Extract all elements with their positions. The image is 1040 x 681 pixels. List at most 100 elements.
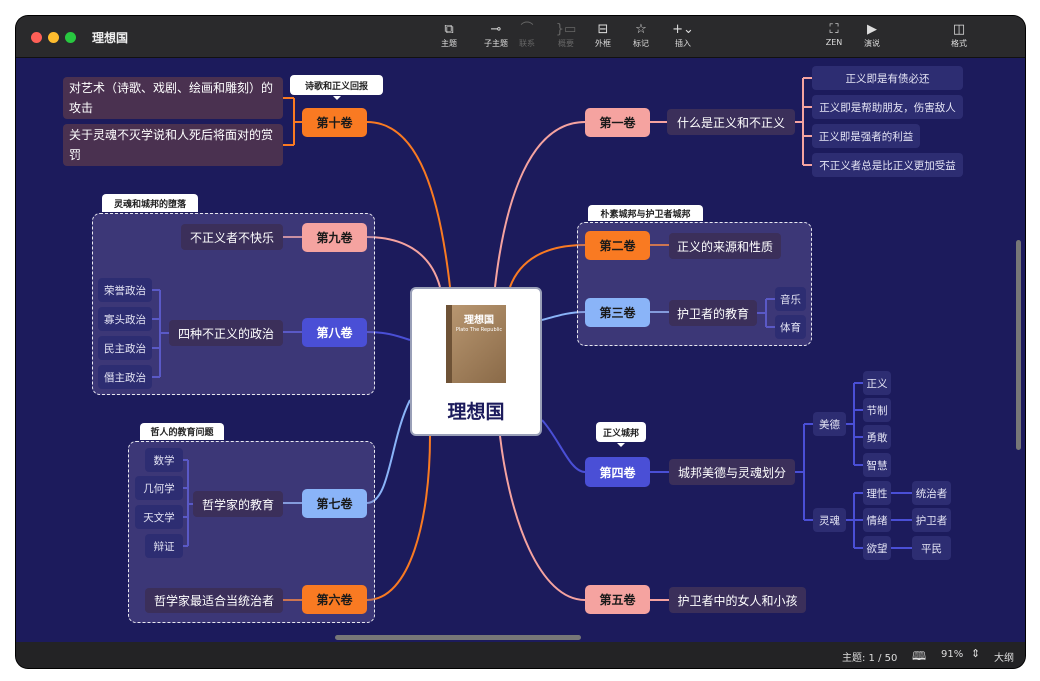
toolbar-topic-button[interactable]: ⧉ 主题 xyxy=(429,22,469,49)
leaf-node[interactable]: 正义即是帮助朋友，伤害敌人 xyxy=(812,95,963,119)
leaf-node[interactable]: 统治者 xyxy=(912,481,951,505)
book-9-node[interactable]: 第九卷 xyxy=(302,223,367,252)
leaf-node[interactable]: 勇敢 xyxy=(863,425,891,449)
zen-icon: ⛶ xyxy=(829,22,839,37)
topic-node[interactable]: 护卫者的教育 xyxy=(669,300,757,326)
toolbar-format-button[interactable]: ◫ 格式 xyxy=(939,22,979,49)
app-window: 理想国 ⧉ 主题 ⊸子主题 ⌒ 联系 }▭ 概要 ⊟ 外框 ☆ 标记 +⌄ 插入 ⛶ZEN ▶ 演说 ◫ 格式 灵… xyxy=(16,16,1025,668)
leaf-node[interactable]: 平民 xyxy=(912,536,951,560)
topic-node[interactable]: 哲学家的教育 xyxy=(193,491,283,517)
maximize-window-button[interactable] xyxy=(65,32,76,43)
star-icon: ☆ xyxy=(635,22,647,37)
toolbar-plus-button[interactable]: +⌄ 插入 xyxy=(663,22,703,49)
book-3-node[interactable]: 第三卷 xyxy=(585,298,650,327)
outline-button[interactable]: 大纲 xyxy=(994,653,1014,664)
topic-node[interactable]: 什么是正义和不正义 xyxy=(667,109,795,135)
topic-node[interactable]: 正义的来源和性质 xyxy=(669,233,781,259)
relationship-icon: ⌒ xyxy=(520,22,534,37)
leaf-node[interactable]: 数学 xyxy=(145,448,183,472)
minimize-window-button[interactable] xyxy=(48,32,59,43)
topic-node[interactable]: 对艺术（诗歌、戏剧、绘画和雕刻）的攻击 xyxy=(63,77,283,119)
topic-node[interactable]: 灵魂 xyxy=(813,508,846,532)
toolbar-zen-button[interactable]: ⛶ZEN xyxy=(814,22,854,47)
toolbar-label: 演说 xyxy=(864,39,880,48)
leaf-node[interactable]: 民主政治 xyxy=(98,336,152,360)
leaf-node[interactable]: 体育 xyxy=(775,315,806,339)
subtopic-icon: ⊸ xyxy=(490,22,502,37)
boundary-icon: ⊟ xyxy=(597,22,609,37)
toolbar-label: 标记 xyxy=(633,39,649,48)
close-window-button[interactable] xyxy=(31,32,42,43)
topic-count: 主题: 1 / 50 xyxy=(842,653,898,664)
book-6-node[interactable]: 第六卷 xyxy=(302,585,367,614)
leaf-node[interactable]: 天文学 xyxy=(135,505,183,529)
leaf-node[interactable]: 正义即是有债必还 xyxy=(812,66,963,90)
vertical-scrollbar[interactable] xyxy=(1016,240,1021,450)
toolbar-label: 联系 xyxy=(519,39,535,48)
toolbar-label: 插入 xyxy=(675,39,691,48)
topic-node[interactable]: 美德 xyxy=(813,412,846,436)
toolbar-label: 格式 xyxy=(951,39,967,48)
leaf-node[interactable]: 正义即是强者的利益 xyxy=(812,124,920,148)
horizontal-scrollbar[interactable] xyxy=(335,635,581,640)
callout-label[interactable]: 诗歌和正义回报 xyxy=(290,75,383,100)
plus-icon: +⌄ xyxy=(672,22,694,37)
book-8-node[interactable]: 第八卷 xyxy=(302,318,367,347)
leaf-node[interactable]: 欲望 xyxy=(863,536,891,560)
toolbar-label: 主题 xyxy=(441,39,457,48)
central-topic-title: 理想国 xyxy=(447,401,505,423)
connector-lines xyxy=(152,77,912,601)
leaf-node[interactable]: 寡头政治 xyxy=(98,307,152,331)
leaf-node[interactable]: 音乐 xyxy=(775,287,806,311)
status-bar: 主题: 1 / 50 🕮 91% ⇕ 大纲 xyxy=(16,642,1025,668)
leaf-node[interactable]: 辩证 xyxy=(145,534,183,558)
topic-icon: ⧉ xyxy=(444,22,454,37)
topic-node[interactable]: 哲学家最适合当统治者 xyxy=(145,588,283,613)
leaf-node[interactable]: 几何学 xyxy=(135,476,183,500)
book-10-node[interactable]: 第十卷 xyxy=(302,108,367,137)
topic-node[interactable]: 护卫者中的女人和小孩 xyxy=(669,587,806,613)
toolbar-label: ZEN xyxy=(825,38,843,47)
leaf-node[interactable]: 情绪 xyxy=(863,508,891,532)
callout-label[interactable]: 正义城邦 xyxy=(596,422,646,447)
zoom-level[interactable]: 91% xyxy=(941,649,964,660)
leaf-node[interactable]: 僭主政治 xyxy=(98,365,152,389)
toolbar-play-button[interactable]: ▶ 演说 xyxy=(852,22,892,49)
leaf-node[interactable]: 荣誉政治 xyxy=(98,278,152,302)
toolbar-label: 外框 xyxy=(595,39,611,48)
book-5-node[interactable]: 第五卷 xyxy=(585,585,650,614)
book-7-node[interactable]: 第七卷 xyxy=(302,489,367,518)
topic-node[interactable]: 关于灵魂不灭学说和人死后将面对的赏罚 xyxy=(63,124,283,166)
book-icon[interactable]: 🕮 xyxy=(912,649,927,663)
group-label[interactable]: 灵魂和城邦的堕落 xyxy=(102,194,198,212)
window-title: 理想国 xyxy=(92,31,129,45)
topic-node[interactable]: 不正义者不快乐 xyxy=(181,224,283,250)
toolbar-star-button[interactable]: ☆ 标记 xyxy=(621,22,661,49)
topic-node[interactable]: 四种不正义的政治 xyxy=(169,320,283,346)
leaf-node[interactable]: 正义 xyxy=(863,371,891,395)
group-label[interactable]: 朴素城邦与护卫者城邦 xyxy=(588,205,703,221)
book-2-node[interactable]: 第二卷 xyxy=(585,231,650,260)
group-label[interactable]: 哲人的教育问题 xyxy=(140,423,224,440)
play-icon: ▶ xyxy=(867,22,877,37)
topic-node[interactable]: 城邦美德与灵魂划分 xyxy=(669,459,795,485)
zoom-stepper-icon[interactable]: ⇕ xyxy=(971,647,981,660)
leaf-node[interactable]: 理性 xyxy=(863,481,891,505)
mindmap-canvas[interactable]: 灵魂和城邦的堕落哲人的教育问题 朴素城邦与护卫者城邦 诗歌和正义回报正义城邦 第十卷对… xyxy=(16,58,1025,642)
book-1-node[interactable]: 第一卷 xyxy=(585,108,650,137)
toolbar-boundary-button[interactable]: ⊟ 外框 xyxy=(583,22,623,49)
leaf-node[interactable]: 节制 xyxy=(863,398,891,422)
toolbar-subtopic-button[interactable]: ⊸子主题 xyxy=(476,22,516,49)
toolbar-label: 概要 xyxy=(558,39,574,48)
leaf-node[interactable]: 护卫者 xyxy=(912,508,951,532)
leaf-node[interactable]: 智慧 xyxy=(863,453,891,477)
format-icon: ◫ xyxy=(952,22,966,37)
title-bar: 理想国 ⧉ 主题 ⊸子主题 ⌒ 联系 }▭ 概要 ⊟ 外框 ☆ 标记 +⌄ 插入 ⛶ZEN ▶ 演说 ◫ 格式 xyxy=(16,16,1025,58)
leaf-node[interactable]: 不正义者总是比正义更加受益 xyxy=(812,153,963,177)
toolbar-summary-button[interactable]: }▭ 概要 xyxy=(546,22,586,49)
book-4-node[interactable]: 第四卷 xyxy=(585,457,650,487)
toolbar-relationship-button[interactable]: ⌒ 联系 xyxy=(507,22,547,49)
summary-icon: }▭ xyxy=(555,22,577,37)
